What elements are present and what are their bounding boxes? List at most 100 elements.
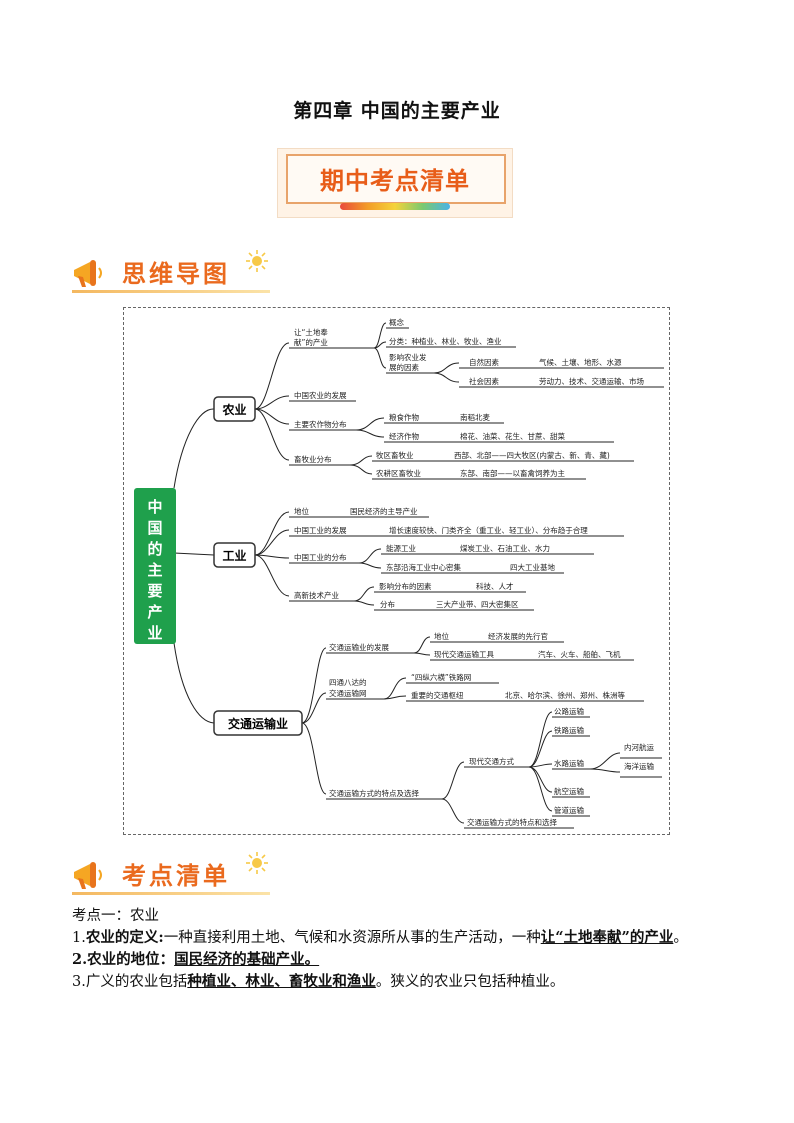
- node-label: 重要的交通枢纽: [411, 690, 464, 700]
- node-label: 交通运输方式的特点和选择: [467, 817, 557, 827]
- node-value: 汽车、火车、船舶、飞机: [538, 649, 621, 659]
- term: 2.农业的地位：: [72, 951, 175, 968]
- megaphone-icon: [74, 862, 102, 889]
- node-value: 经济发展的先行官: [488, 631, 548, 641]
- node-value: 南稻北麦: [460, 412, 490, 422]
- mind-map: 中 国 的 主 要 产 业 农业 工业 交通运输业 让“土地奉 献”的产业 概念…: [123, 307, 670, 835]
- node-value: 国民经济的主导产业: [350, 506, 418, 516]
- node-label: 牧区畜牧业: [376, 450, 414, 460]
- branch-label: 交通运输业: [228, 716, 288, 731]
- node-value: 煤炭工业、石油工业、水力: [460, 543, 550, 553]
- exam-checklist-banner: 期中考点清单: [277, 148, 513, 218]
- node-label: 社会因素: [469, 376, 499, 386]
- node-label: 畜牧业分布: [294, 454, 332, 464]
- checklist-content: 考点一：农业 1.农业的定义:一种直接利用土地、气候和水资源所从事的生产活动，一…: [72, 906, 732, 993]
- node-label: 经济作物: [389, 431, 419, 441]
- section-underline: [72, 892, 270, 895]
- key-phrase: 让“土地奉献”的: [540, 929, 645, 946]
- node-label: “四纵六横”铁路网: [411, 672, 471, 682]
- banner-gradient-bar: [340, 203, 450, 210]
- root-char: 业: [147, 624, 162, 642]
- section-title: 思维导图: [122, 260, 230, 288]
- definition-text: 一种直接利用土地、气候和水资源所从事的生产活动，一种: [163, 930, 541, 946]
- node-label: 海洋运输: [624, 761, 654, 771]
- node-label: 中国工业的分布: [294, 552, 347, 562]
- node-label: 中国农业的发展: [294, 390, 347, 400]
- node-label: 分类：种植业、林业、牧业、渔业: [389, 336, 502, 346]
- point-line-1: 1.农业的定义:一种直接利用土地、气候和水资源所从事的生产活动，一种让“土地奉献…: [72, 927, 732, 949]
- node-label: 现代交通运输工具: [434, 649, 494, 659]
- sun-icon: [246, 852, 268, 874]
- node-value: 棉花、油菜、花生、甘蔗、甜菜: [460, 431, 565, 441]
- node-label: 影响农业发: [389, 352, 427, 362]
- node-label: 能源工业: [386, 543, 416, 553]
- node-label: 分布: [380, 599, 395, 609]
- branch-node-transport: [213, 710, 303, 736]
- node-value: 增长速度较快、门类齐全（重工业、轻工业）、分布趋于合理: [389, 525, 588, 535]
- node-label: 自然因素: [469, 357, 499, 367]
- root-char: 中: [147, 498, 162, 516]
- node-value: 三大产业带、四大密集区: [436, 599, 519, 609]
- node-label: 铁路运输: [554, 725, 584, 735]
- point-heading: 考点一：农业: [72, 908, 159, 924]
- mindmap-root-node: [134, 488, 176, 644]
- line-text: 3.广义的农业包括: [72, 974, 188, 990]
- section-header-checklist: 考点清单: [70, 852, 280, 898]
- banner-title: 期中考点清单: [320, 167, 470, 195]
- branch-label: 工业: [222, 548, 246, 563]
- node-label: 粮食作物: [389, 412, 419, 422]
- node-label: 献”的产业: [294, 337, 328, 347]
- node-label: 影响分布的因素: [379, 581, 432, 591]
- node-value: 科技、人才: [476, 581, 514, 591]
- node-label: 中国工业的发展: [294, 525, 347, 535]
- key-phrase: 种植业、林业、畜牧业和渔业: [187, 973, 376, 990]
- root-char: 产: [147, 603, 162, 621]
- node-label: 主要农作物分布: [294, 419, 347, 429]
- node-label: 四通八达的: [329, 677, 367, 687]
- root-char: 国: [147, 519, 162, 537]
- node-label: 交通运输业的发展: [329, 642, 389, 652]
- node-label: 航空运输: [554, 786, 584, 796]
- node-value: 北京、哈尔滨、徐州、郑州、株洲等: [505, 690, 625, 700]
- node-label: 展的因素: [389, 362, 419, 372]
- line-text: 。狭义的农业只包括种植业。: [375, 974, 565, 990]
- mind-map-diagram: 中 国 的 主 要 产 业 农业 工业 交通运输业 让“土地奉 献”的产业 概念…: [134, 317, 664, 829]
- node-label: 让“土地奉: [294, 327, 328, 337]
- node-value: 四大工业基地: [510, 562, 555, 572]
- branch-label: 农业: [221, 402, 246, 417]
- root-char: 的: [147, 540, 162, 558]
- node-label: 农耕区畜牧业: [376, 468, 421, 478]
- section-title: 考点清单: [122, 862, 230, 890]
- megaphone-icon: [74, 260, 102, 287]
- section-header-mindmap: 思维导图: [70, 250, 280, 296]
- line-prefix: 1.: [72, 930, 86, 946]
- chapter-title: 第四章 中国的主要产业: [293, 100, 501, 122]
- node-label: 水路运输: [554, 758, 584, 768]
- term: 农业的定义:: [85, 929, 164, 946]
- node-value: 气候、土壤、地形、水源: [539, 357, 622, 367]
- branch-node-industry: [213, 542, 256, 568]
- root-char: 主: [147, 561, 162, 579]
- root-char: 要: [147, 582, 162, 600]
- node-label: 内河航运: [624, 742, 654, 752]
- node-label: 交通运输网: [329, 688, 367, 698]
- node-label: 管道运输: [554, 805, 584, 815]
- node-label: 地位: [434, 631, 449, 641]
- branch-node-agriculture: [213, 396, 256, 422]
- node-value: 劳动力、技术、交通运输、市场: [539, 376, 644, 386]
- section-underline: [72, 290, 270, 293]
- node-label: 东部沿海工业中心密集: [386, 562, 461, 572]
- key-phrase: 国民经济的基础产业。: [174, 951, 320, 968]
- node-label: 现代交通方式: [469, 756, 514, 766]
- node-value: 西部、北部——四大牧区(内蒙古、新、青、藏): [454, 450, 610, 460]
- node-label: 高新技术产业: [294, 590, 339, 600]
- point-line-3: 3.广义的农业包括种植业、林业、畜牧业和渔业。狭义的农业只包括种植业。: [72, 971, 732, 993]
- node-label: 地位: [294, 506, 309, 516]
- sun-icon: [246, 250, 268, 272]
- point-line-2: 2.农业的地位：国民经济的基础产业。: [72, 949, 732, 971]
- key-phrase: 产业: [644, 929, 674, 946]
- node-label: 交通运输方式的特点及选择: [329, 788, 419, 798]
- punctuation: 。: [673, 930, 688, 946]
- node-label: 概念: [389, 317, 404, 327]
- node-label: 公路运输: [554, 706, 584, 716]
